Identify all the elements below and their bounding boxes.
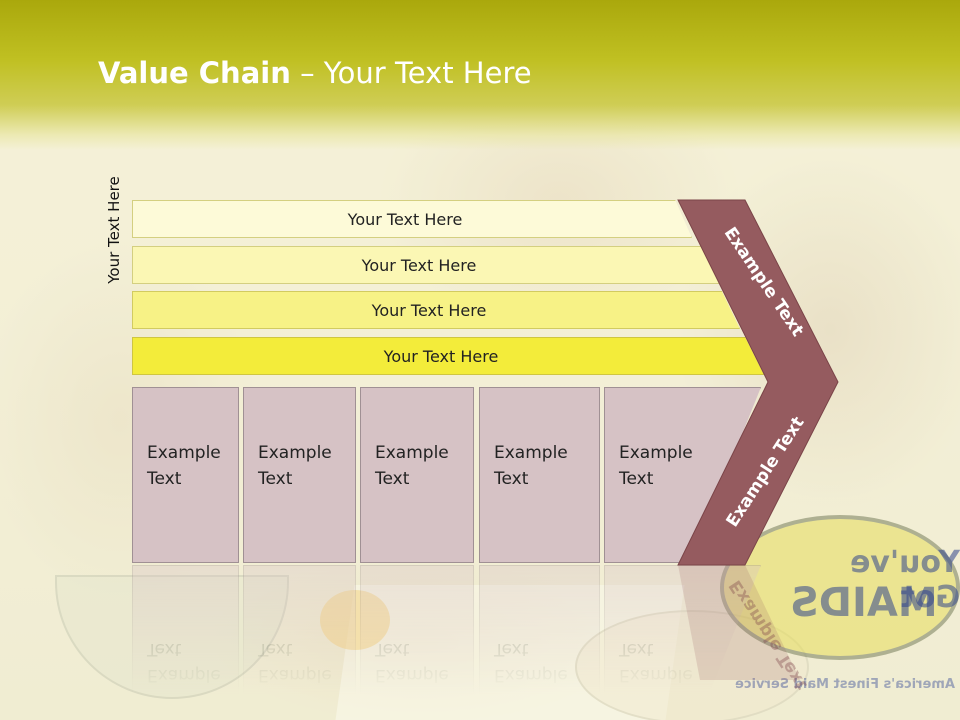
slide-title: Value Chain – Your Text Here (98, 56, 532, 90)
value-bar-1[interactable]: Your Text Here (132, 200, 692, 238)
value-bar-3[interactable]: Your Text Here (132, 291, 740, 329)
chevron-shape (677, 199, 839, 566)
pepper (320, 590, 390, 650)
company-logo: You've Got MAIDS America's Finest Maid S… (720, 515, 960, 692)
header-band (0, 0, 960, 150)
value-bar-2[interactable]: Your Text Here (132, 246, 720, 284)
title-bold: Value Chain (98, 56, 291, 90)
title-rest: – Your Text Here (290, 56, 532, 90)
chevron-reflection (678, 565, 800, 680)
value-bar-4[interactable]: Your Text Here (132, 337, 764, 375)
